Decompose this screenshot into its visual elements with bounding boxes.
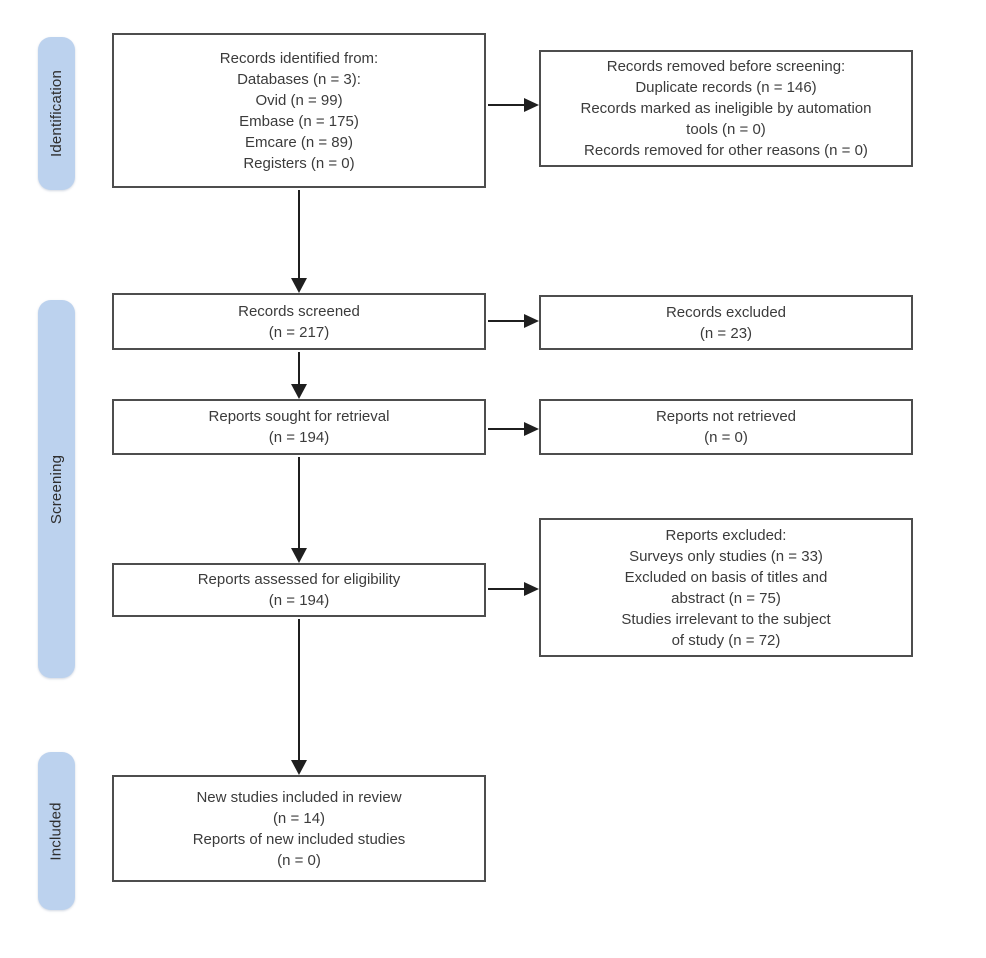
stage-label-screening: Screening <box>48 454 66 524</box>
arrow-sought-to-assessed-line <box>298 457 300 549</box>
box-reports-assessed-for-eligibility: Reports assessed for eligibility (n = 19… <box>112 563 486 617</box>
box-reports-not-retrieved-text: Reports not retrieved (n = 0) <box>655 408 797 446</box>
arrowhead-right-icon <box>524 314 539 328</box>
arrow-screened-to-excluded-line <box>488 320 526 322</box>
arrow-identified-to-screened-line <box>298 190 300 278</box>
box-new-studies-included-text: New studies included in review (n = 14) … <box>192 788 406 869</box>
stage-label-identification: Identification <box>48 69 65 158</box>
arrow-screened-to-sought-line <box>298 352 300 385</box>
box-records-screened-text: Records screened (n = 217) <box>238 302 360 341</box>
box-reports-assessed-text: Reports assessed for eligibility (n = 19… <box>197 571 401 609</box>
box-reports-not-retrieved: Reports not retrieved (n = 0) <box>539 399 913 455</box>
arrowhead-right-icon <box>524 422 539 436</box>
arrow-assessed-to-reports-excluded-line <box>488 588 526 590</box>
box-reports-excluded: Reports excluded: Surveys only studies (… <box>539 518 913 657</box>
arrow-identified-to-removed-line <box>488 104 526 106</box>
box-records-removed-before-screening: Records removed before screening: Duplic… <box>539 50 913 167</box>
box-reports-sought-for-retrieval: Reports sought for retrieval (n = 194) <box>112 399 486 455</box>
arrowhead-down-icon <box>291 278 307 293</box>
arrow-sought-to-not-retrieved-line <box>488 428 526 430</box>
arrowhead-down-icon <box>291 384 307 399</box>
box-records-identified: Records identified from: Databases (n = … <box>112 33 486 188</box>
stage-band-screening: Screening <box>38 300 75 678</box>
stage-band-identification: Identification <box>38 37 75 190</box>
stage-band-included: Included <box>38 752 75 910</box>
box-reports-excluded-text: Reports excluded: Surveys only studies (… <box>621 526 831 649</box>
arrowhead-right-icon <box>524 98 539 112</box>
box-records-screened: Records screened (n = 217) <box>112 293 486 350</box>
arrowhead-down-icon <box>291 760 307 775</box>
box-records-removed-text: Records removed before screening: Duplic… <box>580 58 872 159</box>
box-records-identified-text: Records identified from: Databases (n = … <box>219 49 379 172</box>
box-new-studies-included: New studies included in review (n = 14) … <box>112 775 486 882</box>
arrowhead-right-icon <box>524 582 539 596</box>
stage-label-included: Included <box>48 801 65 861</box>
arrowhead-down-icon <box>291 548 307 563</box>
box-records-excluded: Records excluded (n = 23) <box>539 295 913 350</box>
box-records-excluded-text: Records excluded (n = 23) <box>665 303 787 342</box>
arrow-assessed-to-included-line <box>298 619 300 761</box>
box-reports-sought-text: Reports sought for retrieval (n = 194) <box>208 408 390 446</box>
